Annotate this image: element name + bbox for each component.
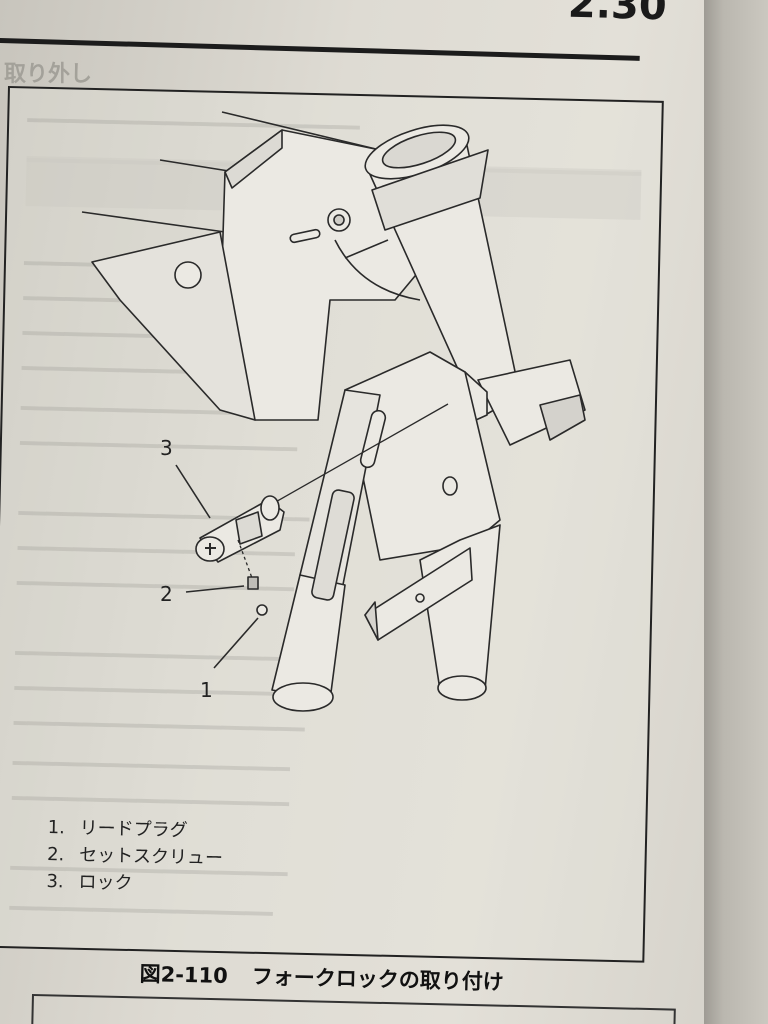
fork-lock-neck (235, 511, 263, 545)
head-tube-collar (371, 149, 489, 231)
fork-bracket (344, 351, 501, 561)
head-tube-bore (381, 131, 457, 169)
set-screw-axis (237, 539, 253, 579)
frame-tube-line (159, 159, 236, 173)
callout-3: 3 (160, 436, 173, 460)
gusset-edge (344, 239, 389, 259)
legend-item: 1. リードプラグ (47, 814, 224, 845)
leader-line-2 (185, 585, 245, 593)
fork-slot (359, 409, 387, 469)
fork-lock-plunger (260, 495, 280, 521)
head-tube-bottom (477, 359, 586, 446)
fork-leg-left-end (272, 682, 334, 712)
leader-line-1 (213, 617, 259, 669)
clamp-bolt-hole (415, 593, 425, 603)
frame-side-plate (91, 231, 256, 421)
callout-1: 1 (200, 678, 213, 702)
keyway-icon (205, 543, 216, 555)
gusset-boss-hole (333, 214, 345, 226)
set-screw (247, 576, 259, 590)
callout-2: 2 (160, 582, 173, 606)
fork-clamp-side (364, 601, 379, 641)
side-plate-hole (174, 261, 202, 289)
legend-item-label: セットスクリュー (78, 844, 224, 869)
gusset-top-face (224, 129, 283, 189)
head-tube-bottom-face (539, 394, 586, 441)
legend-item-number: 2. (46, 843, 65, 866)
fork-leg-right-end (437, 675, 487, 701)
lead-plug (256, 604, 268, 616)
figure-number: 図2-110 (139, 961, 229, 988)
frame-tube-line (81, 211, 226, 233)
frame-tube-line (221, 111, 381, 151)
figure-legend: 1. リードプラグ 2. セットスクリュー 3. ロック (46, 814, 224, 899)
page-edge-shadow (704, 0, 768, 1024)
gusset-edge (334, 239, 421, 301)
legend-item: 2. セットスクリュー (47, 841, 224, 872)
section-heading: 取り外し (4, 62, 93, 87)
gusset-slot (289, 228, 321, 244)
fork-lock-illustration (81, 111, 586, 712)
legend-item-label: ロック (78, 871, 133, 894)
legend-item: 3. ロック (46, 868, 223, 899)
legend-item-number: 1. (47, 816, 66, 839)
fork-hole (442, 476, 458, 496)
leader-line-3 (175, 464, 211, 519)
figure-title: フォークロックの取り付け (251, 964, 504, 995)
legend-item-label: リードプラグ (79, 817, 188, 842)
fork-window (311, 489, 355, 601)
legend-item-number: 3. (46, 870, 64, 893)
manual-page: 2.30 取り外し ━━━━━━━━━━━━━━━━━━━━━━━━ ━━━━━… (0, 0, 718, 1024)
assembly-axis-line (257, 403, 449, 513)
